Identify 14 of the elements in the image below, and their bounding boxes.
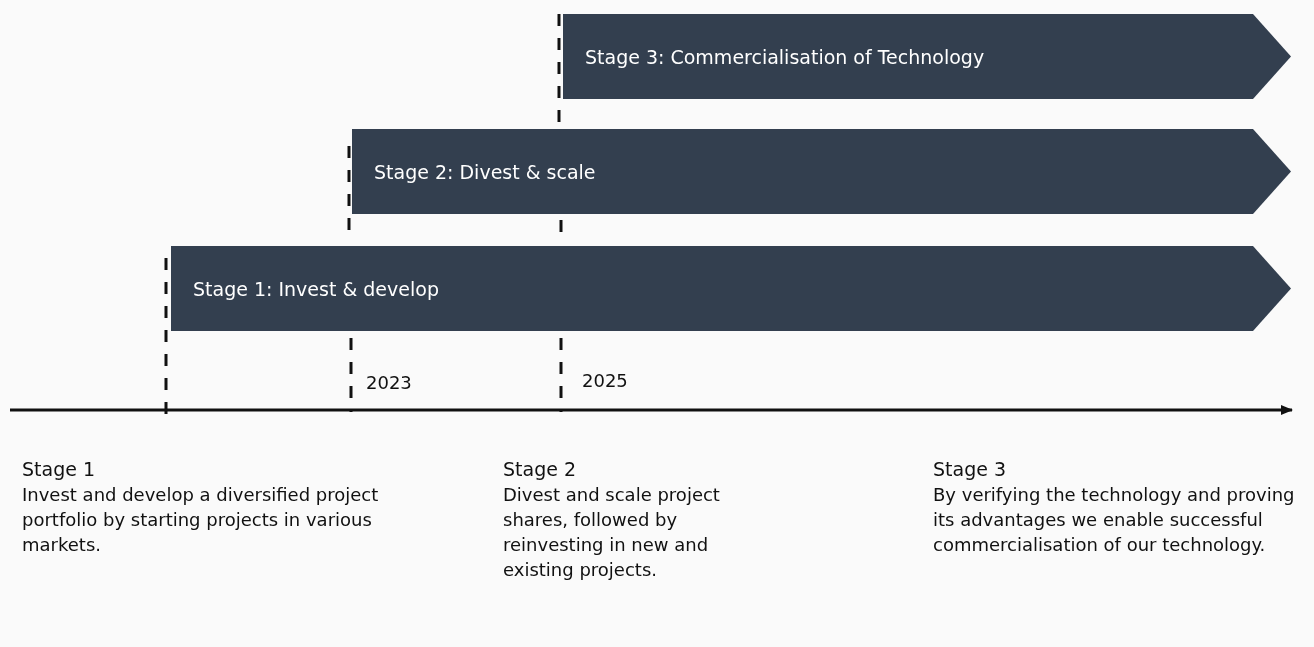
stage-description: Invest and develop a diversified project portfolio by starting projects in various markets. (22, 483, 380, 557)
stage-label: Stage 2: Divest & scale (374, 160, 596, 183)
year-label: 2025 (582, 369, 628, 393)
stage-arrow-band (352, 129, 1291, 214)
stage-heading: Stage 3 (933, 457, 1007, 482)
year-label: 2023 (366, 371, 412, 395)
stage-description: By verifying the technology and proving its advantages we enable successful commercialisation of our technology. (933, 483, 1296, 557)
stage-arrow-band (171, 246, 1291, 331)
stage-arrow-band (563, 14, 1291, 99)
stage-heading: Stage 2 (503, 457, 577, 482)
stage-label: Stage 3: Commercialisation of Technology (585, 45, 985, 68)
stage-heading: Stage 1 (22, 457, 96, 482)
stage-label: Stage 1: Invest & develop (193, 277, 439, 300)
stage-description: Divest and scale project shares, followed by reinvesting in new and existing projects. (503, 483, 721, 582)
